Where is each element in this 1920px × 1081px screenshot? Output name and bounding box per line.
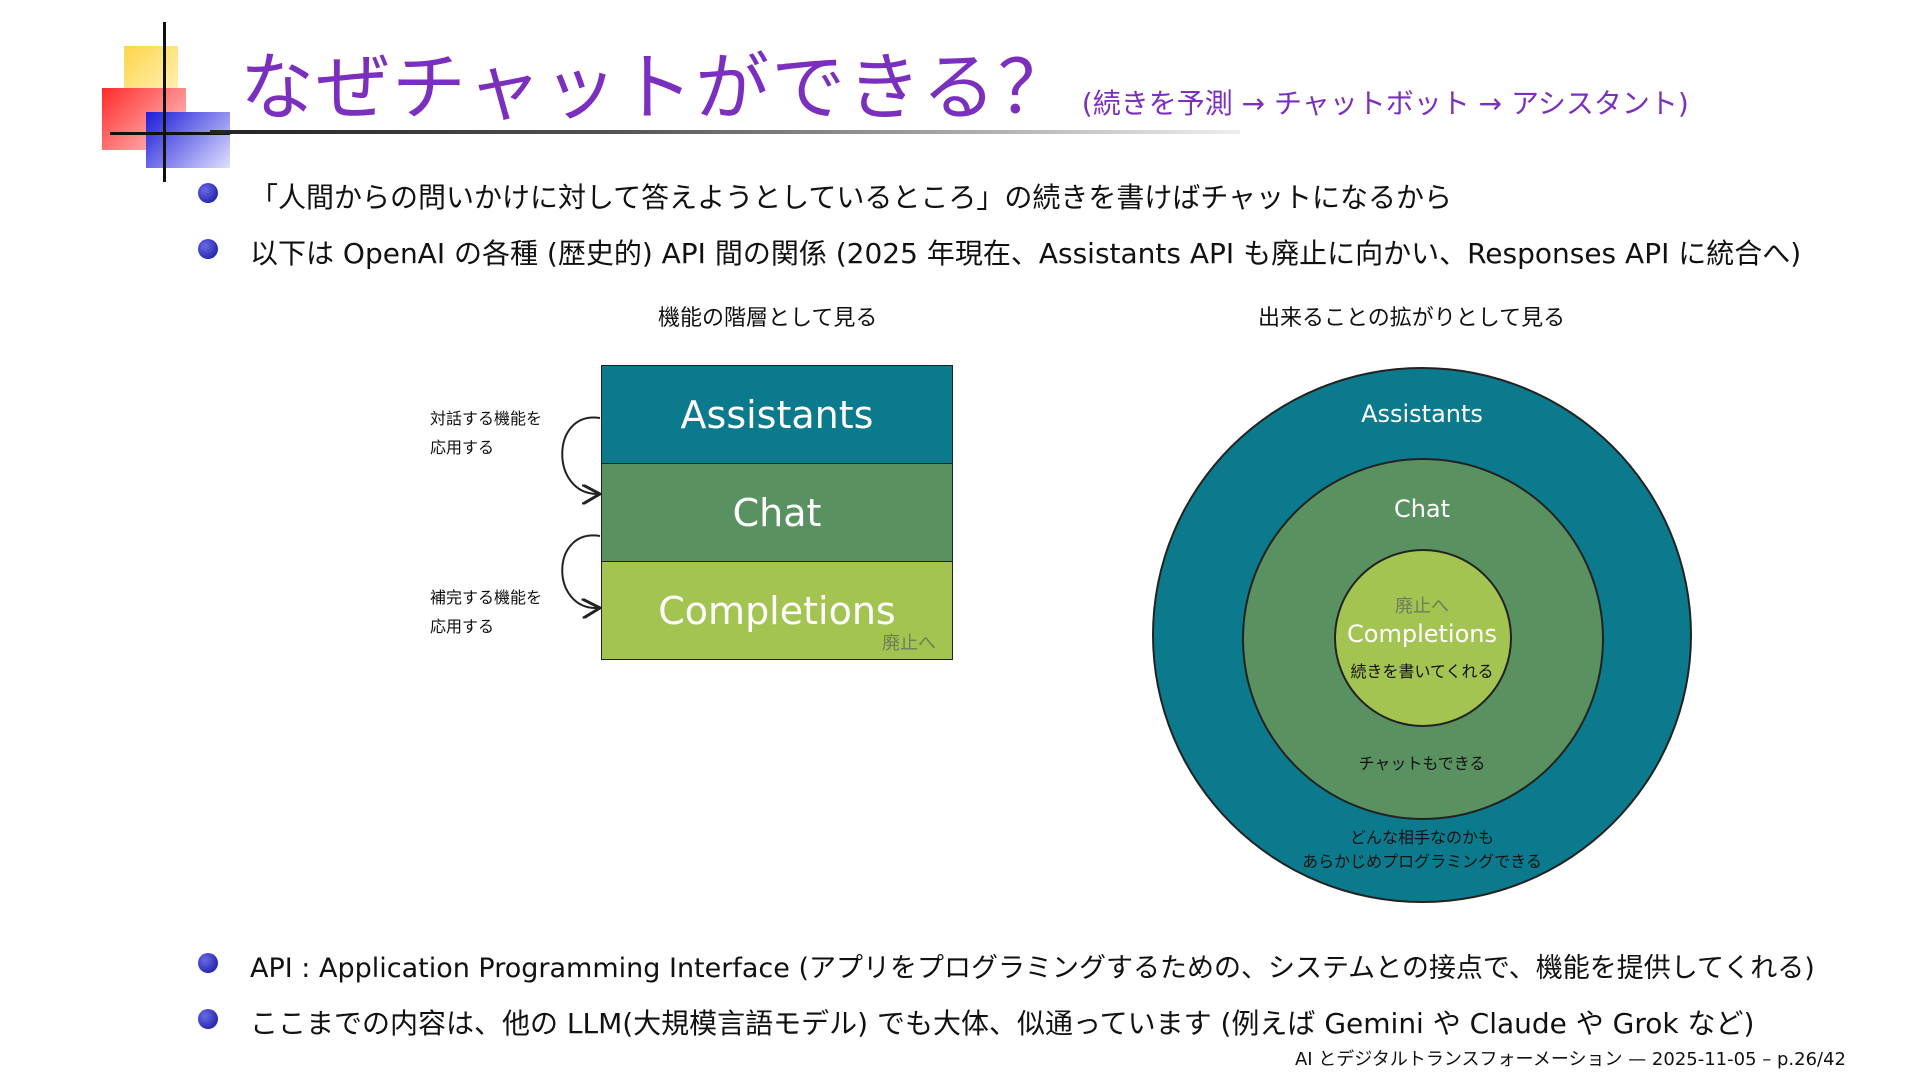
outer-label: Assistants	[1361, 400, 1483, 428]
upper-side-note: 対話する機能を 応用する	[430, 404, 542, 462]
layer-completions: Completions 廃止へ	[601, 561, 953, 660]
slide-title: なぜチャットができる？(続きを予測 → チャットボット → アシスタント)	[240, 28, 1689, 135]
bullet-text: API : Application Programming Interface …	[250, 953, 1815, 984]
title-subtitle: (続きを予測 → チャットボット → アシスタント)	[1081, 87, 1689, 120]
inner-description: 続きを書いてくれる	[1350, 662, 1494, 681]
outer-description-line: あらかじめプログラミングできる	[1302, 852, 1542, 871]
lower-side-note: 補完する機能を 応用する	[430, 583, 542, 641]
note-line: 応用する	[430, 617, 495, 636]
bullet-text: ここまでの内容は、他の LLM(大規模言語モデル) でも大体、似通っています (…	[250, 1007, 1755, 1040]
right-diagram-title: 出来ることの拡がりとして見る	[1258, 306, 1566, 331]
bullet-text: 「人間からの問いかけに対して答えようとしているところ」の続きを書けばチャットにな…	[250, 181, 1453, 214]
deprecated-label: 廃止へ	[882, 633, 936, 654]
bullet-text: 以下は OpenAI の各種 (歴史的) API 間の関係 (2025 年現在、…	[250, 237, 1802, 270]
inner-label: Completions	[1347, 620, 1497, 648]
logo	[100, 22, 240, 182]
note-line: 補完する機能を	[430, 588, 543, 607]
note-line: 応用する	[430, 438, 495, 457]
logo-blue-square	[146, 112, 230, 168]
bullet-icon	[198, 953, 218, 973]
left-diagram-title: 機能の階層として見る	[658, 306, 878, 331]
layer-assistants: Assistants	[601, 365, 953, 464]
inner-circle-completions	[1334, 549, 1512, 727]
outer-description-line: どんな相手なのかも	[1349, 828, 1495, 847]
layer-label: Chat	[732, 490, 822, 535]
inner-deprecated-label: 廃止へ	[1395, 596, 1449, 617]
upper-arrow	[561, 416, 600, 494]
layer-label: Completions	[658, 588, 896, 633]
middle-label: Chat	[1393, 495, 1451, 523]
bullet-icon	[198, 239, 218, 259]
connector-arrows	[561, 416, 610, 630]
bullet-icon	[198, 183, 218, 203]
layer-label: Assistants	[680, 392, 874, 437]
slide-footer: AI とデジタルトランスフォーメーション — 2025-11-05 – p.26…	[1294, 1049, 1846, 1070]
middle-description: チャットもできる	[1358, 754, 1486, 773]
bullet-icon	[198, 1009, 218, 1029]
title-underline	[210, 130, 1240, 134]
layer-chat: Chat	[601, 463, 953, 562]
logo-horizontal-line	[110, 132, 230, 135]
title-main: なぜチャットができる？	[240, 45, 1074, 131]
note-line: 対話する機能を	[430, 409, 543, 428]
lower-arrow	[561, 534, 600, 608]
logo-vertical-line	[163, 22, 166, 182]
